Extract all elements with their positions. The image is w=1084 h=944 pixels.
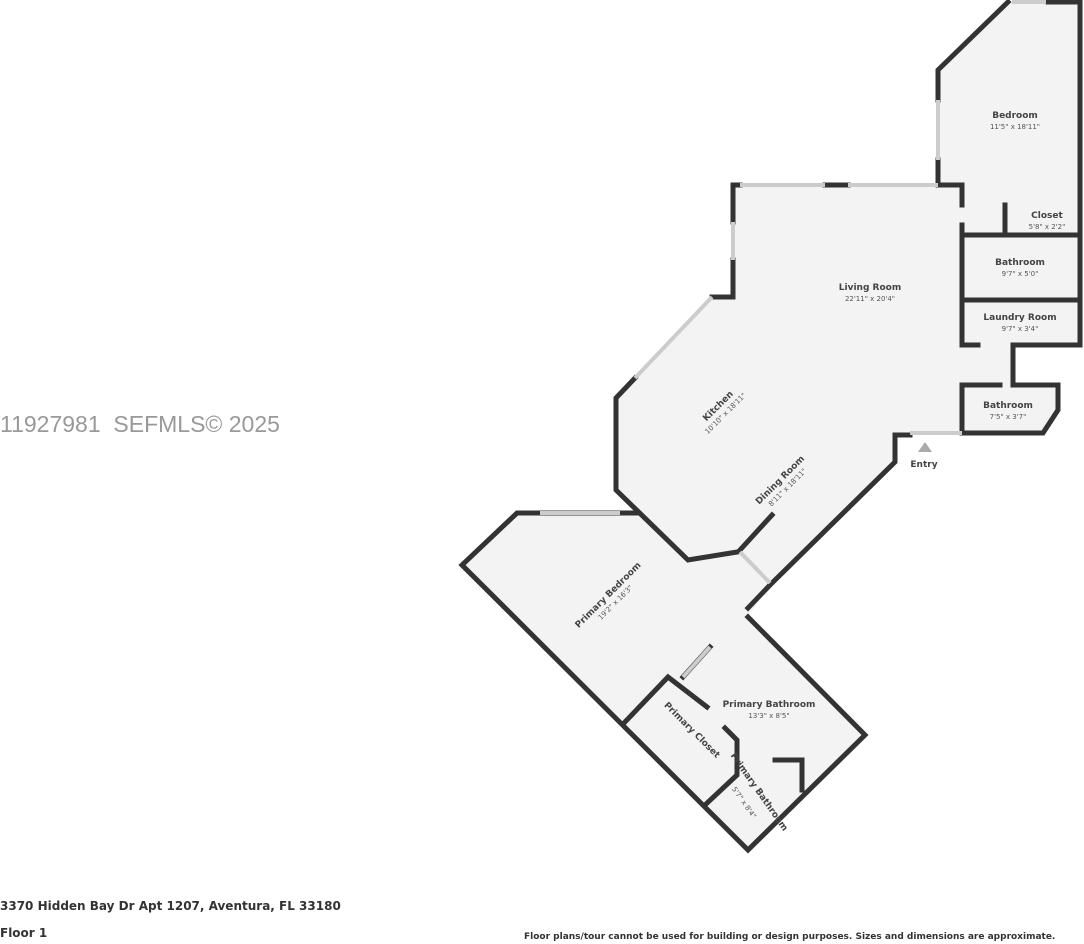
room-bathroom: Bathroom 9'7" x 5'0" [995,258,1045,278]
walls [458,0,1083,854]
room-primary-bathroom: Primary Bathroom 13'3" x 8'5" [723,700,816,720]
entry-label: Entry [910,460,937,470]
svg-text:9'7" x 5'0": 9'7" x 5'0" [1002,270,1039,278]
svg-text:9'7" x 3'4": 9'7" x 3'4" [1002,325,1039,333]
svg-text:Primary Bathroom: Primary Bathroom [723,700,816,710]
svg-text:7'5" x 3'7": 7'5" x 3'7" [990,413,1027,421]
room-living-room: Living Room 22'11" x 20'4" [839,283,901,303]
svg-text:Laundry Room: Laundry Room [983,313,1056,323]
svg-text:Closet: Closet [1031,211,1063,221]
windows-doors [540,0,1046,679]
disclaimer: Floor plans/tour cannot be used for buil… [524,932,1056,942]
svg-text:Bedroom: Bedroom [992,111,1038,121]
room-bedroom: Bedroom 11'5" x 18'11" [990,111,1040,131]
svg-text:5'8" x 2'2": 5'8" x 2'2" [1029,223,1066,231]
svg-text:Living Room: Living Room [839,283,901,293]
room-bathroom-2: Bathroom 7'5" x 3'7" [983,401,1033,421]
svg-text:Bathroom: Bathroom [995,258,1045,268]
svg-text:13'3" x 8'5": 13'3" x 8'5" [748,712,789,720]
entry-arrow-icon [918,442,932,452]
address: 3370 Hidden Bay Dr Apt 1207, Aventura, F… [0,899,341,913]
floor-label: Floor 1 [0,926,48,940]
room-closet: Closet 5'8" x 2'2" [1029,211,1066,231]
svg-text:Bathroom: Bathroom [983,401,1033,411]
floor-area [462,2,1080,850]
watermark: 11927981 SEFMLS© 2025 [0,411,280,437]
room-laundry-room: Laundry Room 9'7" x 3'4" [983,313,1056,333]
svg-text:11'5" x 18'11": 11'5" x 18'11" [990,123,1040,131]
svg-text:22'11" x 20'4": 22'11" x 20'4" [845,295,895,303]
